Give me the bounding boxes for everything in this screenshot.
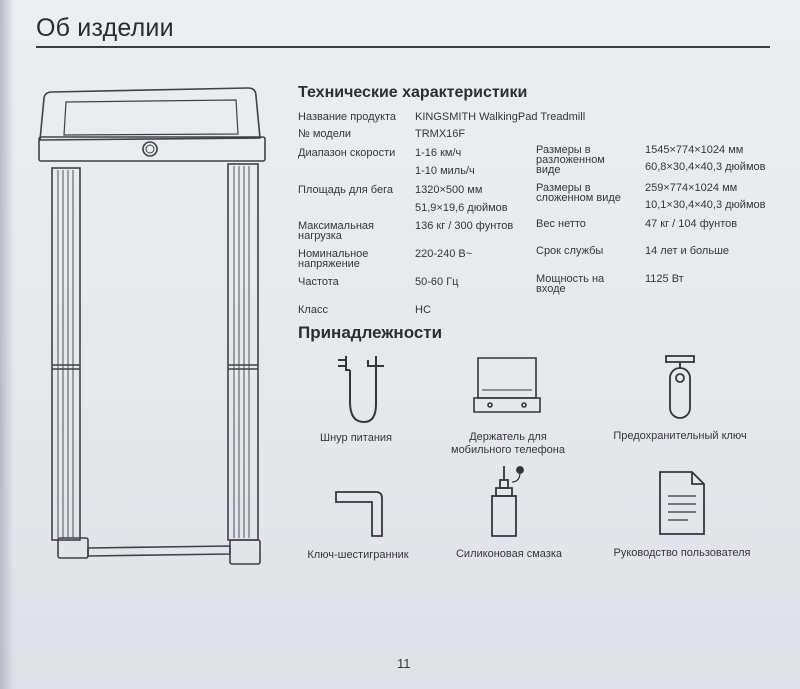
power-cord-icon bbox=[338, 356, 384, 424]
spec-label: Название продукта bbox=[298, 111, 397, 123]
spec-label: нагрузка bbox=[298, 230, 342, 242]
spec-label: Номинальное bbox=[298, 248, 369, 260]
spec-value: 220-240 В~ bbox=[415, 248, 473, 260]
spec-label: Класс bbox=[298, 304, 328, 316]
spec-label: виде bbox=[536, 164, 561, 176]
accessory-label: Руководство пользователя bbox=[613, 547, 751, 559]
accessories-title: Принадлежности bbox=[298, 323, 443, 342]
spec-label: входе bbox=[536, 283, 566, 295]
spec-value: 47 кг / 104 фунтов bbox=[645, 218, 738, 230]
section-title: Об изделии bbox=[36, 14, 174, 42]
spec-label: Вес нетто bbox=[536, 218, 586, 230]
accessory-label: Держатель для bbox=[469, 431, 547, 443]
phone-holder-icon bbox=[473, 357, 541, 413]
spec-value: 1545×774×1024 мм bbox=[645, 144, 744, 156]
spec-value: 1125 Вт bbox=[645, 273, 684, 285]
spec-value: 50-60 Гц bbox=[415, 276, 459, 288]
page-edge-shadow bbox=[0, 0, 14, 689]
spec-value: 1-10 миль/ч bbox=[415, 165, 475, 177]
spec-value: KINGSMITH WalkingPad Treadmill bbox=[415, 111, 586, 123]
spec-label: Частота bbox=[298, 276, 339, 288]
title-divider bbox=[36, 46, 770, 48]
spec-label: Максимальная bbox=[298, 220, 374, 232]
spec-value: 1320×500 мм bbox=[415, 184, 483, 196]
spec-value: 14 лет и больше bbox=[645, 245, 730, 257]
spec-value: 10,1×30,4×40,3 дюймов bbox=[645, 199, 766, 211]
accessory-label: Предохранительный ключ bbox=[613, 430, 747, 442]
accessory-label: Ключ-шестигранник bbox=[307, 549, 409, 561]
spec-label: Мощность на bbox=[536, 273, 605, 285]
spec-value: 259×774×1024 мм bbox=[645, 182, 738, 194]
spec-label: разложенном bbox=[536, 154, 605, 166]
silicone-oil-icon bbox=[491, 466, 524, 537]
hex-key-icon bbox=[335, 491, 383, 537]
spec-label: напряжение bbox=[298, 258, 360, 270]
spec-value: 60,8×30,4×40,3 дюймов bbox=[645, 161, 766, 173]
treadmill-drawing bbox=[38, 87, 266, 565]
spec-label: Размеры в bbox=[536, 182, 591, 194]
specs-title: Технические характеристики bbox=[298, 84, 528, 101]
spec-value: HC bbox=[415, 304, 431, 316]
spec-label: № модели bbox=[298, 128, 352, 140]
spec-label: Срок службы bbox=[536, 245, 604, 257]
page-number: 11 bbox=[397, 656, 411, 671]
spec-value: 1-16 км/ч bbox=[415, 147, 462, 159]
safety-key-icon bbox=[665, 355, 695, 419]
accessory-label: мобильного телефона bbox=[451, 444, 565, 456]
spec-label: Площадь для бега bbox=[298, 184, 393, 196]
spec-label: Диапазон скорости bbox=[298, 147, 396, 159]
spec-value: 136 кг / 300 фунтов bbox=[415, 220, 514, 232]
accessory-label: Силиконовая смазка bbox=[455, 548, 563, 560]
accessory-label: Шнур питания bbox=[319, 432, 392, 444]
spec-label: Размеры в bbox=[536, 144, 591, 156]
spec-value: TRMX16F bbox=[415, 128, 466, 140]
spec-value: 51,9×19,6 дюймов bbox=[415, 202, 508, 214]
spec-label: сложенном виде bbox=[536, 192, 621, 204]
user-manual-icon bbox=[659, 471, 705, 535]
